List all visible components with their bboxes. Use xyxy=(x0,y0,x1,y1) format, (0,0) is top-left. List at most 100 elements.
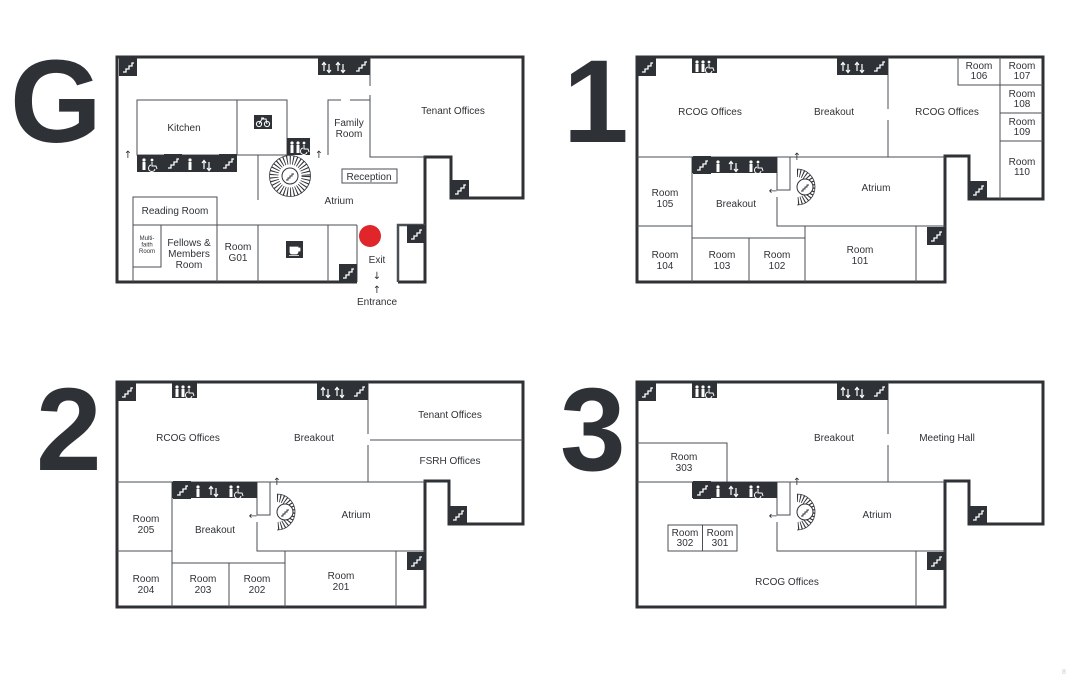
stairs-icon xyxy=(968,180,988,200)
stairs-icon xyxy=(406,551,426,571)
toilets-bar xyxy=(172,382,197,400)
lifts-stairs-bar xyxy=(318,56,371,76)
room-label-atrium: Atrium xyxy=(863,510,892,521)
stairs-icon xyxy=(450,179,470,199)
direction-arrow-up-icon: ↑ xyxy=(315,150,323,161)
lifts-stairs-bar xyxy=(837,381,889,401)
toilet-icon xyxy=(188,158,192,170)
reception-desk: Reception xyxy=(346,172,391,183)
toilet-icon xyxy=(142,158,146,170)
room-label-kitchen: Kitchen xyxy=(167,123,200,134)
direction-arrow-up-icon: ↑ xyxy=(793,152,801,163)
stairs-icon xyxy=(637,382,657,402)
spiral-staircase xyxy=(269,155,311,197)
room-label-atrium: Atrium xyxy=(862,183,891,194)
direction-arrow-up-icon: ↑ xyxy=(124,150,132,161)
you-are-here-marker xyxy=(359,225,381,247)
toilets-bar xyxy=(692,382,717,400)
entrance-label: Entrance xyxy=(357,297,397,308)
facilities-bar xyxy=(172,480,257,500)
toilet-icon xyxy=(695,60,699,72)
lift-shaft xyxy=(776,481,791,516)
interior-walls xyxy=(117,382,425,607)
direction-arrow-left-icon: ← xyxy=(769,186,777,197)
lifts-stairs-bar xyxy=(837,56,889,76)
direction-arrow-left-icon: ← xyxy=(249,511,257,522)
room-label-tenant-offices: Tenant Offices xyxy=(418,410,482,421)
room-label-breakout: Breakout xyxy=(294,433,334,444)
room-label-rcog-offices: RCOG Offices xyxy=(755,577,819,588)
bike-storage-icon xyxy=(254,115,272,129)
entrance-arrow-up-icon: ↑ xyxy=(373,285,381,296)
floor-number-1: 1 xyxy=(563,36,629,168)
floor-number-2: 2 xyxy=(36,364,102,496)
toilet-icon xyxy=(175,385,179,397)
direction-arrow-up-icon: ↑ xyxy=(793,477,801,488)
stairs-icon xyxy=(218,153,238,173)
outer-wall xyxy=(115,380,525,609)
stairs-icon xyxy=(869,381,889,401)
stairs-icon xyxy=(172,480,192,500)
direction-arrow-up-icon: ↑ xyxy=(273,477,281,488)
cafe-icon xyxy=(286,241,303,258)
interior-walls xyxy=(637,57,945,282)
facilities-bar xyxy=(137,153,238,173)
room-partitions xyxy=(117,439,523,607)
room-label-breakout: Breakout xyxy=(716,199,756,210)
exit-label: Exit xyxy=(369,255,386,266)
toilet-icon xyxy=(716,485,720,497)
floor-number-g: G xyxy=(10,36,102,168)
stairs-icon xyxy=(338,263,358,283)
room-label-fsrh-offices: FSRH Offices xyxy=(420,456,481,467)
outer-wall xyxy=(115,55,525,284)
toilet-icon xyxy=(701,60,705,72)
lift-shaft xyxy=(776,156,791,191)
room-label-tenant-offices: Tenant Offices xyxy=(421,106,485,117)
toilets-bar xyxy=(287,138,310,156)
room-label-meeting-hall: Meeting Hall xyxy=(919,433,975,444)
stairs-icon xyxy=(637,57,657,77)
room-label-rcog-offices: RCOG Offices xyxy=(678,107,742,118)
toilet-icon xyxy=(749,160,753,172)
room-label-reading-room: Reading Room xyxy=(142,206,209,217)
stairs-icon xyxy=(926,226,946,246)
toilets-bar xyxy=(692,57,717,75)
stairs-icon xyxy=(448,505,468,525)
toilet-icon xyxy=(229,485,233,497)
floor-number-3: 3 xyxy=(560,364,626,496)
direction-arrow-left-icon: ← xyxy=(769,511,777,522)
lift-shaft xyxy=(256,481,271,516)
interior-walls xyxy=(637,382,945,607)
stairs-icon xyxy=(692,480,712,500)
outer-wall xyxy=(635,380,1045,609)
stairs-icon xyxy=(926,551,946,571)
toilet-icon xyxy=(716,160,720,172)
exit-arrow-down-icon: ↓ xyxy=(373,271,381,282)
spiral-staircase xyxy=(796,168,816,206)
stairs-icon xyxy=(406,224,426,244)
lifts-stairs-bar xyxy=(317,381,369,401)
toilet-icon xyxy=(196,485,200,497)
toilet-icon xyxy=(749,485,753,497)
facilities-bar xyxy=(692,155,777,175)
room-label-breakout: Breakout xyxy=(195,525,235,536)
stairs-icon xyxy=(968,505,988,525)
stairs-icon xyxy=(351,56,371,76)
toilet-icon xyxy=(181,385,185,397)
outer-wall xyxy=(635,55,1045,284)
room-label-atrium: Atrium xyxy=(342,510,371,521)
